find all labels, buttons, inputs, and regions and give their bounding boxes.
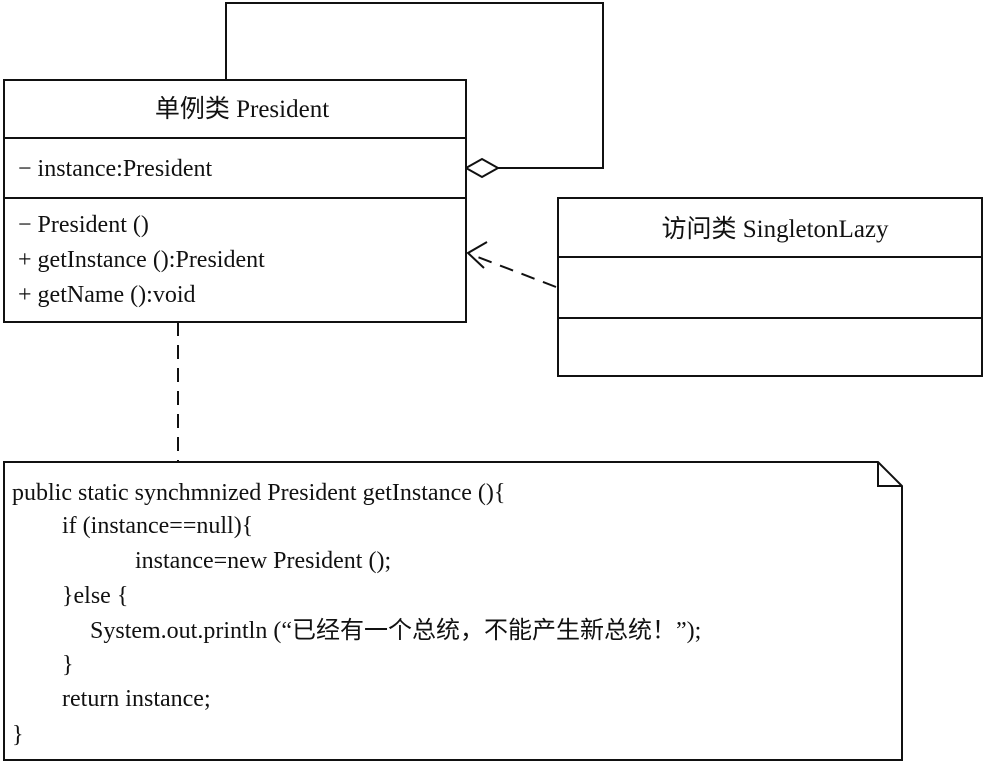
- president-operation-getname: + getName ():void: [18, 282, 195, 308]
- president-attribute-instance: − instance:President: [18, 156, 212, 182]
- note-line-return: return instance;: [62, 686, 211, 712]
- code-note: public static synchmnized President getI…: [3, 461, 903, 761]
- note-outline: [3, 461, 903, 761]
- note-line-new-instance: instance=new President ();: [135, 548, 391, 574]
- president-class-box: [3, 79, 467, 323]
- president-operation-getinstance: + getInstance ():President: [18, 247, 265, 273]
- accessor-class-box: [557, 197, 983, 377]
- note-line-signature: public static synchmnized President getI…: [12, 480, 505, 506]
- note-line-else: }else {: [62, 583, 128, 609]
- self-aggregation-line: [225, 2, 604, 169]
- note-fold: [877, 462, 902, 487]
- president-class[interactable]: 单例类 President − instance:President − Pre…: [3, 79, 467, 323]
- note-line-close-else: }: [62, 652, 74, 678]
- note-line-close-method: }: [12, 722, 24, 748]
- president-class-title: 单例类 President: [155, 95, 329, 123]
- accessor-class-title: 访问类 SingletonLazy: [661, 215, 889, 243]
- accessor-class[interactable]: 访问类 SingletonLazy: [557, 197, 983, 377]
- aggregation-diamond: [463, 157, 501, 179]
- dependency-line: [469, 253, 557, 288]
- note-line-println: System.out.println (“已经有一个总统，不能产生新总统！”);: [90, 617, 701, 644]
- president-operation-constructor: − President (): [18, 212, 149, 238]
- note-line-if: if (instance==null){: [62, 513, 253, 539]
- dependency-arrowhead: [466, 241, 488, 269]
